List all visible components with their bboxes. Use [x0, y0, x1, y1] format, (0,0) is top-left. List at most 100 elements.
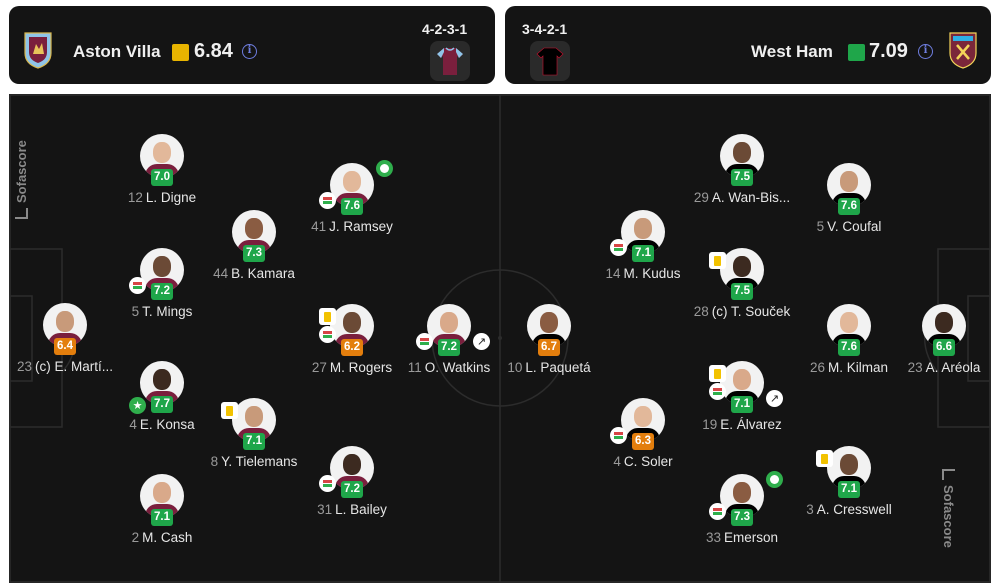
- player-rating: 7.6: [838, 198, 860, 215]
- home-kit-icon: [430, 41, 470, 81]
- substitution-icon: [610, 427, 627, 444]
- goal-icon: [376, 160, 393, 177]
- aston-villa-crest-icon[interactable]: [23, 31, 53, 69]
- home-rating-indicator: [172, 44, 189, 61]
- player-number: 11: [407, 360, 422, 375]
- home-team-rating: 6.84: [194, 40, 233, 62]
- substitution-icon: [319, 192, 336, 209]
- away-rating-indicator: [848, 44, 865, 61]
- away-team-name[interactable]: West Ham: [751, 42, 833, 61]
- player-name: A. Aréola: [925, 360, 981, 375]
- player-rating: 7.1: [838, 481, 860, 498]
- player-avatar[interactable]: [43, 303, 87, 347]
- sofascore-logo-icon: [15, 208, 28, 219]
- yellow-card-icon: [816, 450, 833, 467]
- player-name: L. Bailey: [335, 502, 387, 517]
- player-number: 12: [127, 190, 143, 205]
- substitution-icon: [709, 383, 726, 400]
- player-number: 27: [311, 360, 327, 375]
- away-kit-icon: [530, 41, 570, 81]
- player-number: 3: [806, 502, 814, 517]
- sofascore-watermark-right: Sofascore: [941, 469, 956, 548]
- yellow-card-icon: [709, 365, 726, 382]
- player-rating: 6.7: [538, 339, 560, 356]
- away-info-icon[interactable]: i: [918, 44, 933, 59]
- player-name: V. Coufal: [827, 219, 882, 234]
- player-number: 26: [809, 360, 825, 375]
- player-number: 14: [605, 266, 621, 281]
- player-number: 5: [816, 219, 825, 234]
- player-name: L. Paquetá: [525, 360, 591, 375]
- player-number: 41: [311, 219, 327, 234]
- home-formation: 4-2-3-1: [422, 21, 468, 37]
- home-info-icon[interactable]: i: [242, 44, 257, 59]
- player-number: 5: [131, 304, 140, 319]
- player-rating: 7.1: [243, 433, 265, 450]
- sofascore-watermark-left: Sofascore: [14, 140, 29, 219]
- player-rating: 7.7: [151, 396, 173, 413]
- player-name: O. Watkins: [424, 360, 491, 375]
- player-number: 29: [693, 190, 709, 205]
- player-number: 4: [129, 417, 137, 432]
- sofascore-logo-icon: [942, 469, 955, 480]
- player-rating: 7.5: [731, 283, 753, 300]
- player-avatar[interactable]: [827, 446, 871, 490]
- player-rating: 7.0: [151, 169, 173, 186]
- west-ham-crest-icon[interactable]: [948, 31, 978, 69]
- sofascore-brand-label: Sofascore: [941, 485, 956, 548]
- player-name: E. Konsa: [139, 417, 195, 432]
- home-team-name[interactable]: Aston Villa: [73, 42, 161, 61]
- player-rating: 7.5: [731, 169, 753, 186]
- player-name: M. Rogers: [329, 360, 393, 375]
- player-number: 19: [702, 417, 718, 432]
- player-name: A. Wan-Bis...: [711, 190, 791, 205]
- yellow-card-icon: [319, 308, 336, 325]
- player-avatar[interactable]: [232, 398, 276, 442]
- player-number: 2: [131, 530, 140, 545]
- away-formation: 3-4-2-1: [522, 21, 568, 37]
- player-name: J. Ramsey: [329, 219, 393, 234]
- yellow-card-icon: [221, 402, 238, 419]
- substitution-icon: [319, 475, 336, 492]
- player-name: (c) T. Souček: [711, 304, 791, 319]
- player-name: B. Kamara: [231, 266, 295, 281]
- player-rating: 7.2: [151, 283, 173, 300]
- player-rating: 7.6: [838, 339, 860, 356]
- substitution-icon: [319, 326, 336, 343]
- player-rating: 7.3: [243, 245, 265, 262]
